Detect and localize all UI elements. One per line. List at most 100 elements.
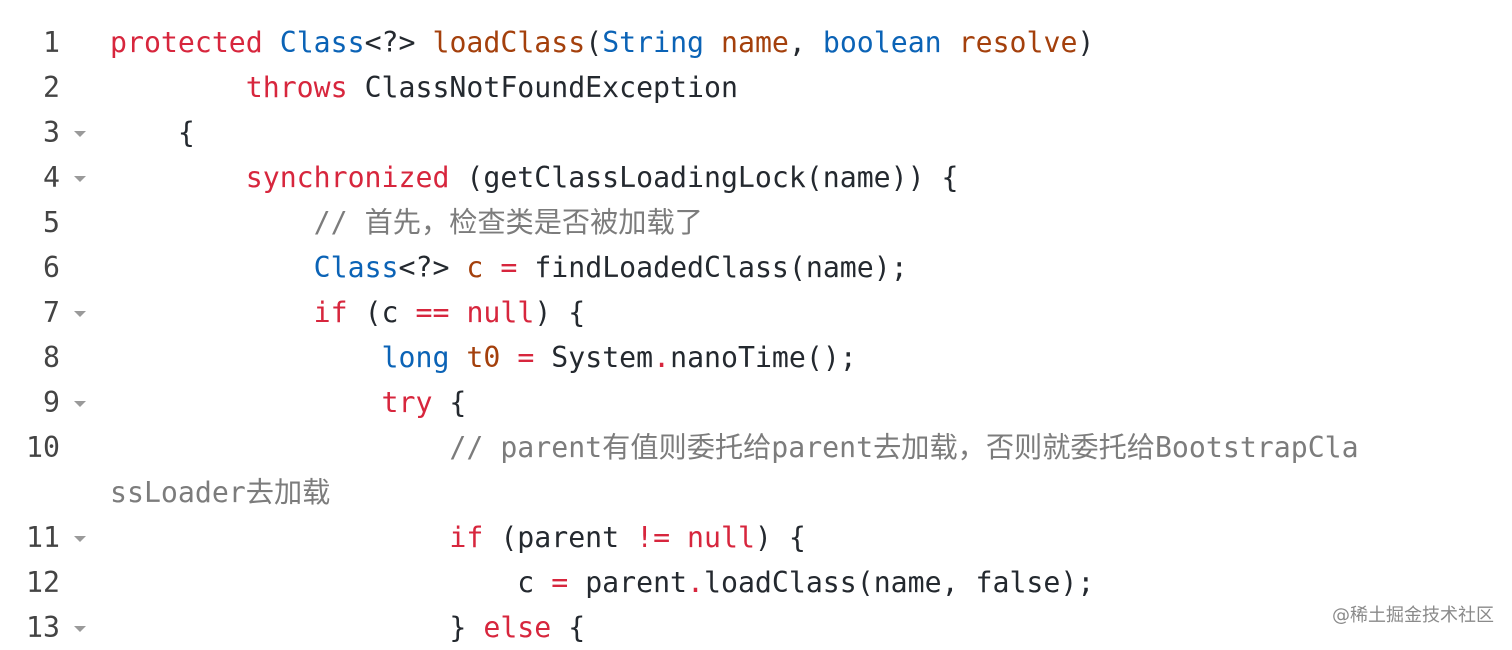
code-token: ,: [788, 26, 823, 59]
fold-caret-icon[interactable]: [74, 311, 86, 317]
code-token: System: [534, 341, 654, 374]
code-text: c = parent.loadClass(name, false);: [110, 560, 1512, 605]
code-token: {: [551, 611, 586, 644]
code-text: protected Class<?> loadClass(String name…: [110, 20, 1512, 65]
code-line: 3 {: [0, 110, 1512, 155]
code-token: <?>: [364, 26, 433, 59]
code-token: [110, 341, 382, 374]
code-text: throws ClassNotFoundException: [110, 65, 1512, 110]
code-text: // 首先，检查类是否被加载了: [110, 200, 1512, 245]
code-token: [110, 431, 449, 464]
code-token: [942, 26, 959, 59]
fold-caret-icon[interactable]: [74, 536, 86, 542]
code-token: (parent: [483, 521, 637, 554]
code-token: [449, 296, 466, 329]
code-token: [670, 521, 687, 554]
code-token: else: [483, 611, 552, 644]
code-token: [704, 26, 721, 59]
code-token: ): [1077, 26, 1095, 59]
code-text: try {: [110, 380, 1512, 425]
code-token: throws: [245, 71, 348, 104]
code-token: [110, 206, 314, 239]
code-token: Class: [279, 26, 365, 59]
code-token: parent: [568, 566, 688, 599]
code-text: if (parent != null) {: [110, 515, 1512, 560]
code-token: (getClassLoadingLock(name)) {: [449, 161, 959, 194]
code-token: resolve: [958, 26, 1078, 59]
line-number: 6: [43, 251, 60, 284]
line-number: 3: [43, 116, 60, 149]
code-line: 13 } else {: [0, 605, 1512, 650]
code-token: {: [110, 116, 195, 149]
code-token: name: [721, 26, 789, 59]
code-token: protected: [110, 26, 263, 59]
code-token: !=: [636, 521, 671, 554]
fold-caret-icon[interactable]: [74, 131, 86, 137]
code-text: long t0 = System.nanoTime();: [110, 335, 1512, 380]
code-line: 1 protected Class<?> loadClass(String nam…: [0, 20, 1512, 65]
code-token: [110, 71, 246, 104]
code-token: loadClass: [432, 26, 586, 59]
code-token: (: [585, 26, 603, 59]
code-line: 10 // parent有值则委托给parent去加载，否则就委托给Bootst…: [0, 425, 1512, 470]
code-token: [110, 296, 314, 329]
code-token: [500, 341, 517, 374]
code-token: ) {: [754, 521, 806, 554]
code-line: 7 if (c == null) {: [0, 290, 1512, 335]
code-token: <?>: [398, 251, 467, 284]
code-token: null: [687, 521, 755, 554]
code-token: [110, 161, 246, 194]
code-token: String: [602, 26, 705, 59]
code-line: 9 try {: [0, 380, 1512, 425]
code-token: t0: [466, 341, 501, 374]
code-token: c: [466, 251, 484, 284]
fold-caret-icon[interactable]: [74, 401, 86, 407]
code-line: 4 synchronized (getClassLoadingLock(name…: [0, 155, 1512, 200]
code-line: 2 throws ClassNotFoundException: [0, 65, 1512, 110]
line-number: 8: [43, 341, 60, 374]
code-token: null: [466, 296, 535, 329]
line-number: 7: [43, 296, 60, 329]
code-line: 12 c = parent.loadClass(name, false);: [0, 560, 1512, 605]
code-token: loadClass(name, false);: [704, 566, 1095, 599]
line-number: 9: [43, 386, 60, 419]
code-token: if: [313, 296, 348, 329]
code-token: Class: [313, 251, 399, 284]
code-token: [110, 251, 314, 284]
code-token: c: [110, 566, 552, 599]
code-token: long: [381, 341, 450, 374]
line-number: 5: [43, 206, 60, 239]
code-token: =: [500, 251, 518, 284]
fold-caret-icon[interactable]: [74, 626, 86, 632]
code-token: [110, 386, 382, 419]
code-token: (c: [347, 296, 416, 329]
code-token: try: [381, 386, 433, 419]
line-number: 10: [26, 431, 60, 464]
code-token: boolean: [822, 26, 942, 59]
line-number: 2: [43, 71, 60, 104]
code-token: ==: [415, 296, 450, 329]
line-number: 12: [26, 566, 60, 599]
code-line: 5 // 首先，检查类是否被加载了: [0, 200, 1512, 245]
code-token: [110, 521, 449, 554]
code-token: .: [653, 341, 671, 374]
line-number: 4: [43, 161, 60, 194]
code-token: [263, 26, 280, 59]
code-token: .: [687, 566, 704, 599]
code-text: synchronized (getClassLoadingLock(name))…: [110, 155, 1512, 200]
line-number: 1: [43, 26, 60, 59]
watermark: @稀土掘金技术社区: [1332, 605, 1494, 626]
fold-caret-icon[interactable]: [74, 176, 86, 182]
line-number: 11: [26, 521, 60, 554]
code-token: =: [517, 341, 535, 374]
code-token: synchronized: [245, 161, 450, 194]
code-text: Class<?> c = findLoadedClass(name);: [110, 245, 1512, 290]
code-text: {: [110, 110, 1512, 155]
wrapped-comment: ssLoader去加载: [110, 476, 331, 509]
code-token: findLoadedClass(name);: [517, 251, 908, 284]
code-line: 6 Class<?> c = findLoadedClass(name);: [0, 245, 1512, 290]
line-number: 13: [26, 611, 60, 644]
code-token: // 首先，检查类是否被加载了: [313, 206, 703, 239]
code-token: if: [449, 521, 484, 554]
